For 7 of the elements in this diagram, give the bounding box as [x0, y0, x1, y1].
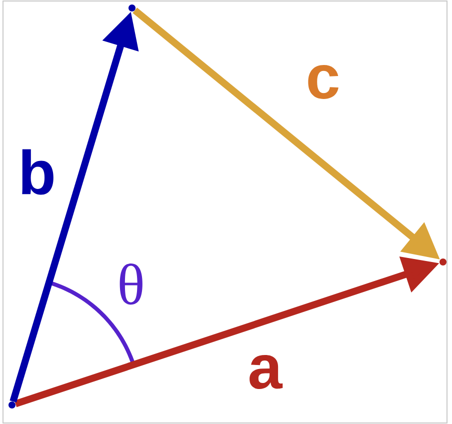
- angle-label: θ: [120, 263, 142, 305]
- vector-label: b: [22, 149, 54, 195]
- vector-label: c: [308, 65, 338, 99]
- vertex-point: [8, 402, 16, 408]
- vertex-point: [440, 258, 446, 266]
- vector-label: a: [250, 355, 283, 389]
- vertex-point: [128, 4, 136, 12]
